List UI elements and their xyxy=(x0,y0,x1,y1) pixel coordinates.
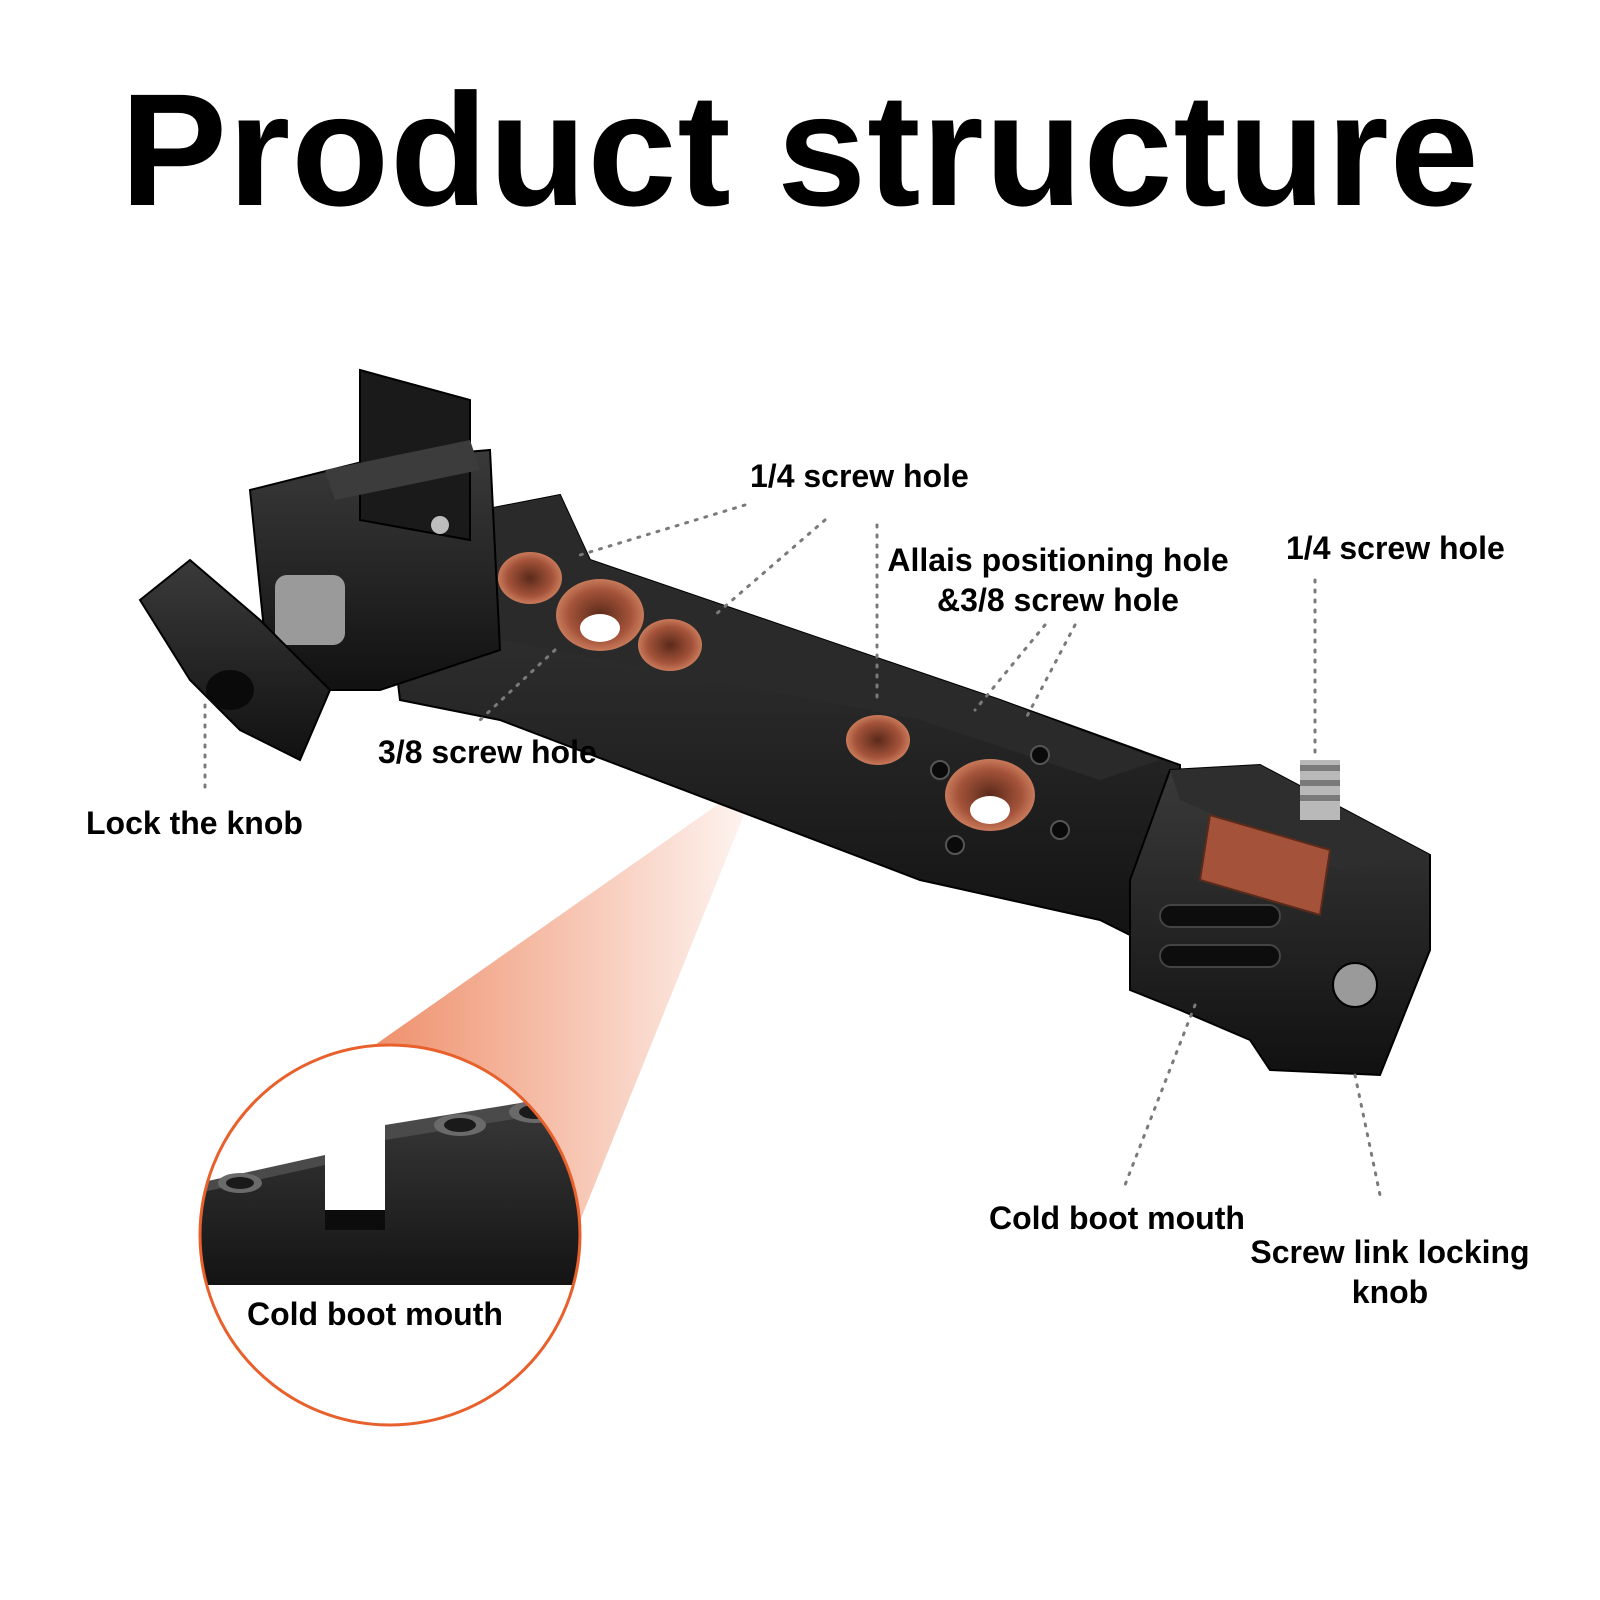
label-allais-line2: &3/8 screw hole xyxy=(937,582,1179,618)
zoom-inset xyxy=(198,1043,582,1427)
side-screw xyxy=(1332,962,1378,1008)
leader-lines xyxy=(203,503,1382,1197)
allais-positioning-hole-copper xyxy=(846,715,910,765)
quarter-screw-hole-left-2 xyxy=(638,619,702,671)
label-screw-link-line2: knob xyxy=(1351,1274,1429,1310)
right-ball-head-block xyxy=(1129,760,1431,1077)
quarter-screw-hole-top xyxy=(498,552,562,604)
label-lock-the-knob: Lock the knob xyxy=(86,805,303,841)
label-cold-boot-mouth-right: Cold boot mouth xyxy=(989,1200,1245,1236)
label-allais-line1: Allais positioning hole xyxy=(887,542,1229,578)
lock-knob xyxy=(138,558,345,762)
page-title: Product structure xyxy=(120,60,1480,239)
label-quarter-screw-hole-right: 1/4 screw hole xyxy=(1286,530,1505,566)
label-screw-link-locking-knob: Screw link locking knob xyxy=(1240,1232,1540,1312)
allais-three-eighths-hole xyxy=(945,759,1035,831)
label-screw-link-line1: Screw link locking xyxy=(1250,1234,1530,1270)
label-cold-boot-mouth-zoom: Cold boot mouth xyxy=(247,1296,503,1332)
label-quarter-screw-hole-top: 1/4 screw hole xyxy=(750,458,969,494)
label-allais-positioning-hole: Allais positioning hole &3/8 screw hole xyxy=(868,540,1248,620)
label-three-eighths-screw-hole: 3/8 screw hole xyxy=(378,734,597,770)
screw-link-locking-knob-copper xyxy=(1198,813,1332,917)
